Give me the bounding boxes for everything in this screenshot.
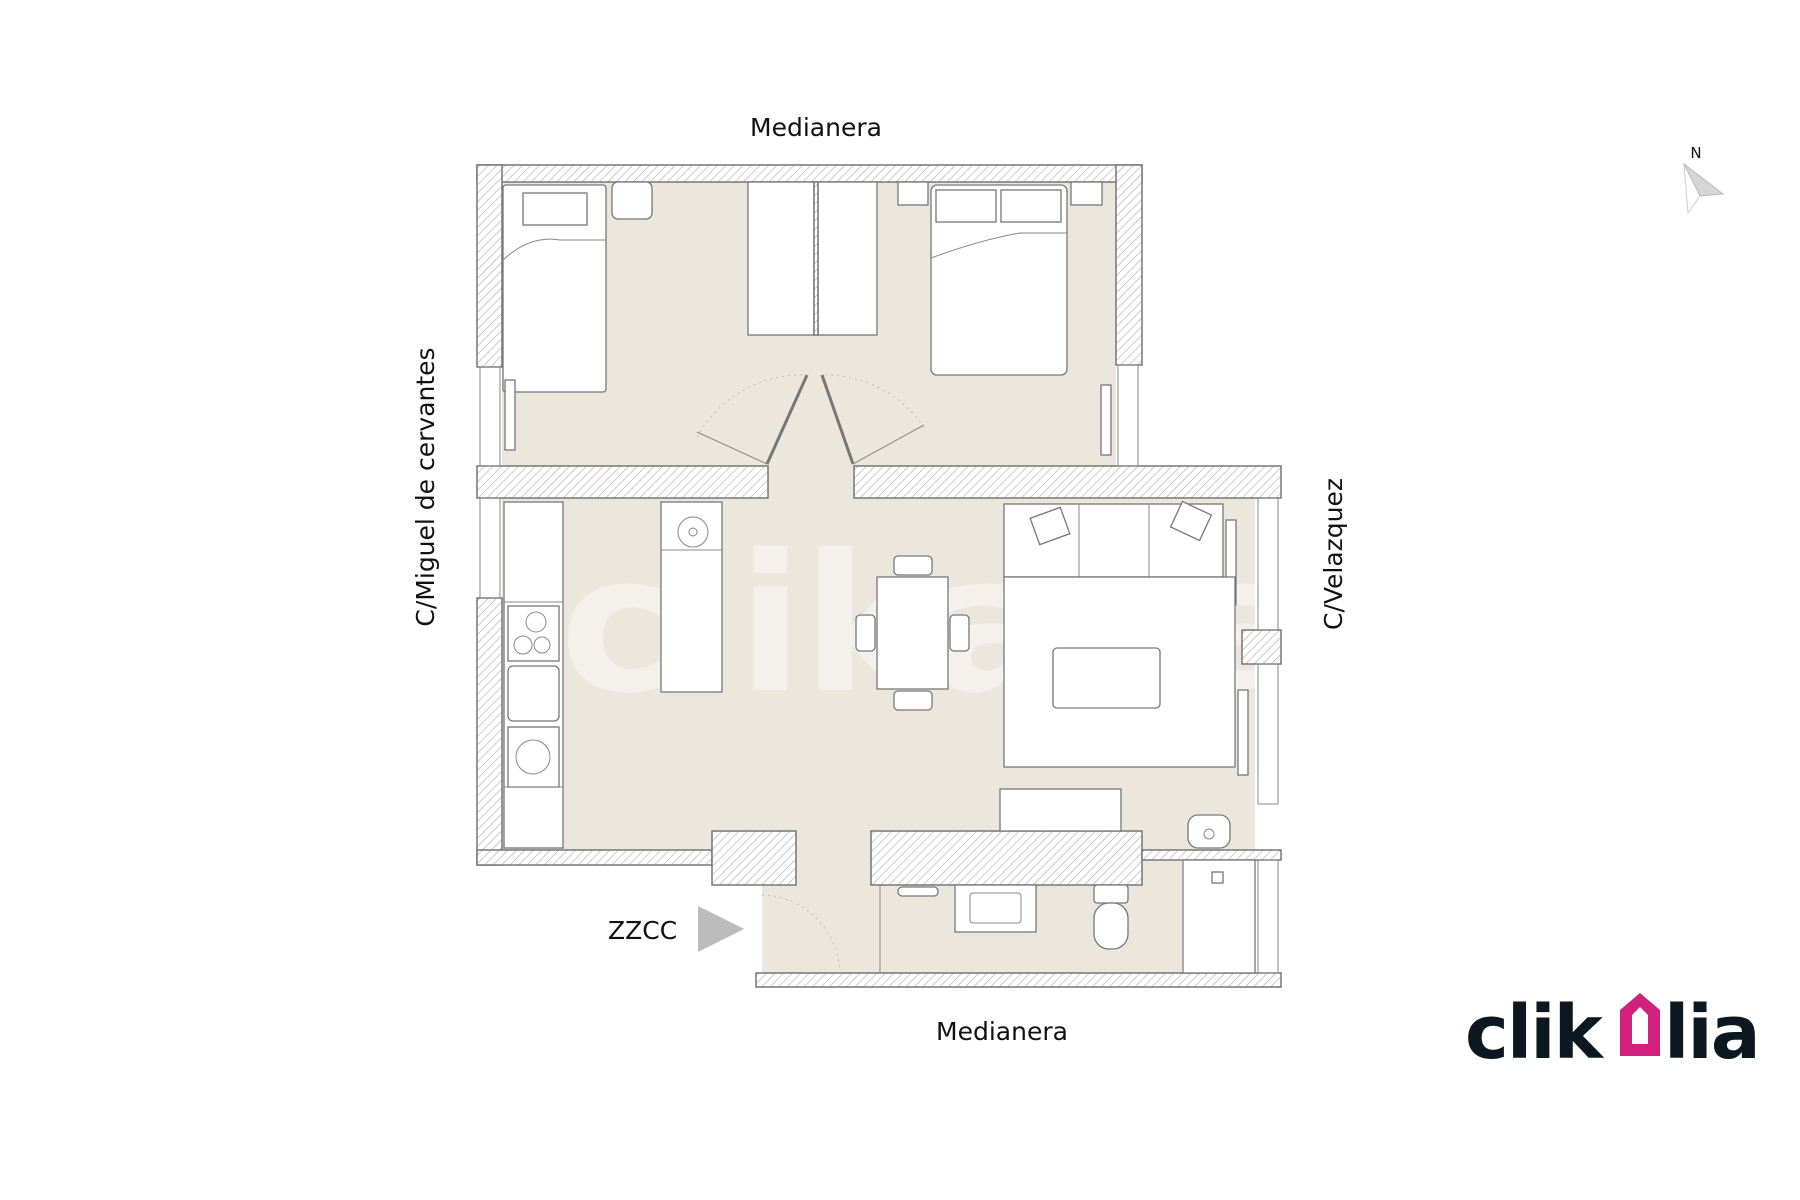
label-right-street: C/Velazquez — [1319, 478, 1348, 630]
kitchen-sink — [507, 665, 560, 722]
double-bed — [930, 184, 1068, 376]
window-bathroom — [1257, 859, 1279, 974]
toilet — [1093, 884, 1129, 950]
label-left-street: C/Miguel de cervantes — [411, 347, 440, 626]
wall-left-upper — [476, 164, 503, 368]
wall-bottom-left — [476, 849, 713, 866]
single-bed — [502, 184, 607, 393]
wall-middle-left — [476, 465, 769, 499]
clikalia-logo: clik lia — [1465, 990, 1761, 1076]
window-left-bedroom — [479, 366, 501, 467]
coffee-table — [1052, 647, 1161, 709]
wall-top — [476, 164, 1143, 183]
label-entrance: ZZCC — [608, 916, 677, 945]
entrance-door-swing — [761, 894, 841, 974]
shower — [1182, 859, 1256, 974]
logo-house-icon — [1620, 993, 1660, 1056]
bedroom-doors[interactable] — [696, 374, 925, 465]
wall-bottom — [755, 972, 1282, 988]
label-top: Medianera — [750, 113, 882, 142]
window-kitchen — [479, 497, 501, 599]
nightstand — [611, 181, 653, 220]
window-living-2 — [1257, 663, 1279, 805]
logo-text-2: lia — [1664, 990, 1759, 1076]
north-arrow-icon — [1683, 162, 1725, 215]
window-right-bedroom — [1117, 364, 1139, 467]
window-living-1 — [1257, 497, 1279, 631]
wall-bathroom-right-top — [1141, 849, 1282, 861]
wall-left-lower — [476, 597, 503, 866]
wardrobe — [747, 181, 878, 336]
hall-floor — [768, 466, 854, 498]
rug — [1003, 576, 1236, 768]
wall-right-upper — [1115, 164, 1143, 366]
logo-text-1: clik — [1465, 990, 1605, 1076]
windows — [479, 364, 1279, 974]
bathroom-sink — [954, 884, 1037, 933]
wall-middle-right — [853, 465, 1282, 499]
tv-stand — [999, 788, 1122, 832]
wall-bathroom-top — [870, 830, 1143, 886]
cooktop — [507, 605, 560, 662]
nightstand — [1070, 181, 1103, 206]
kitchen-island — [660, 501, 723, 693]
sofa — [1003, 500, 1224, 578]
wall-right-pillar — [1241, 629, 1282, 665]
entrance-arrow-icon — [698, 906, 744, 952]
wall-bottom-jog — [711, 830, 797, 886]
dining-table — [855, 555, 970, 711]
label-bottom: Medianera — [936, 1017, 1068, 1046]
compass-north-label: N — [1690, 144, 1701, 162]
nightstand — [897, 181, 929, 206]
kitchen-counter — [503, 501, 564, 849]
towel-rail — [897, 886, 939, 897]
walls — [476, 164, 1282, 988]
water-heater — [1187, 814, 1231, 849]
